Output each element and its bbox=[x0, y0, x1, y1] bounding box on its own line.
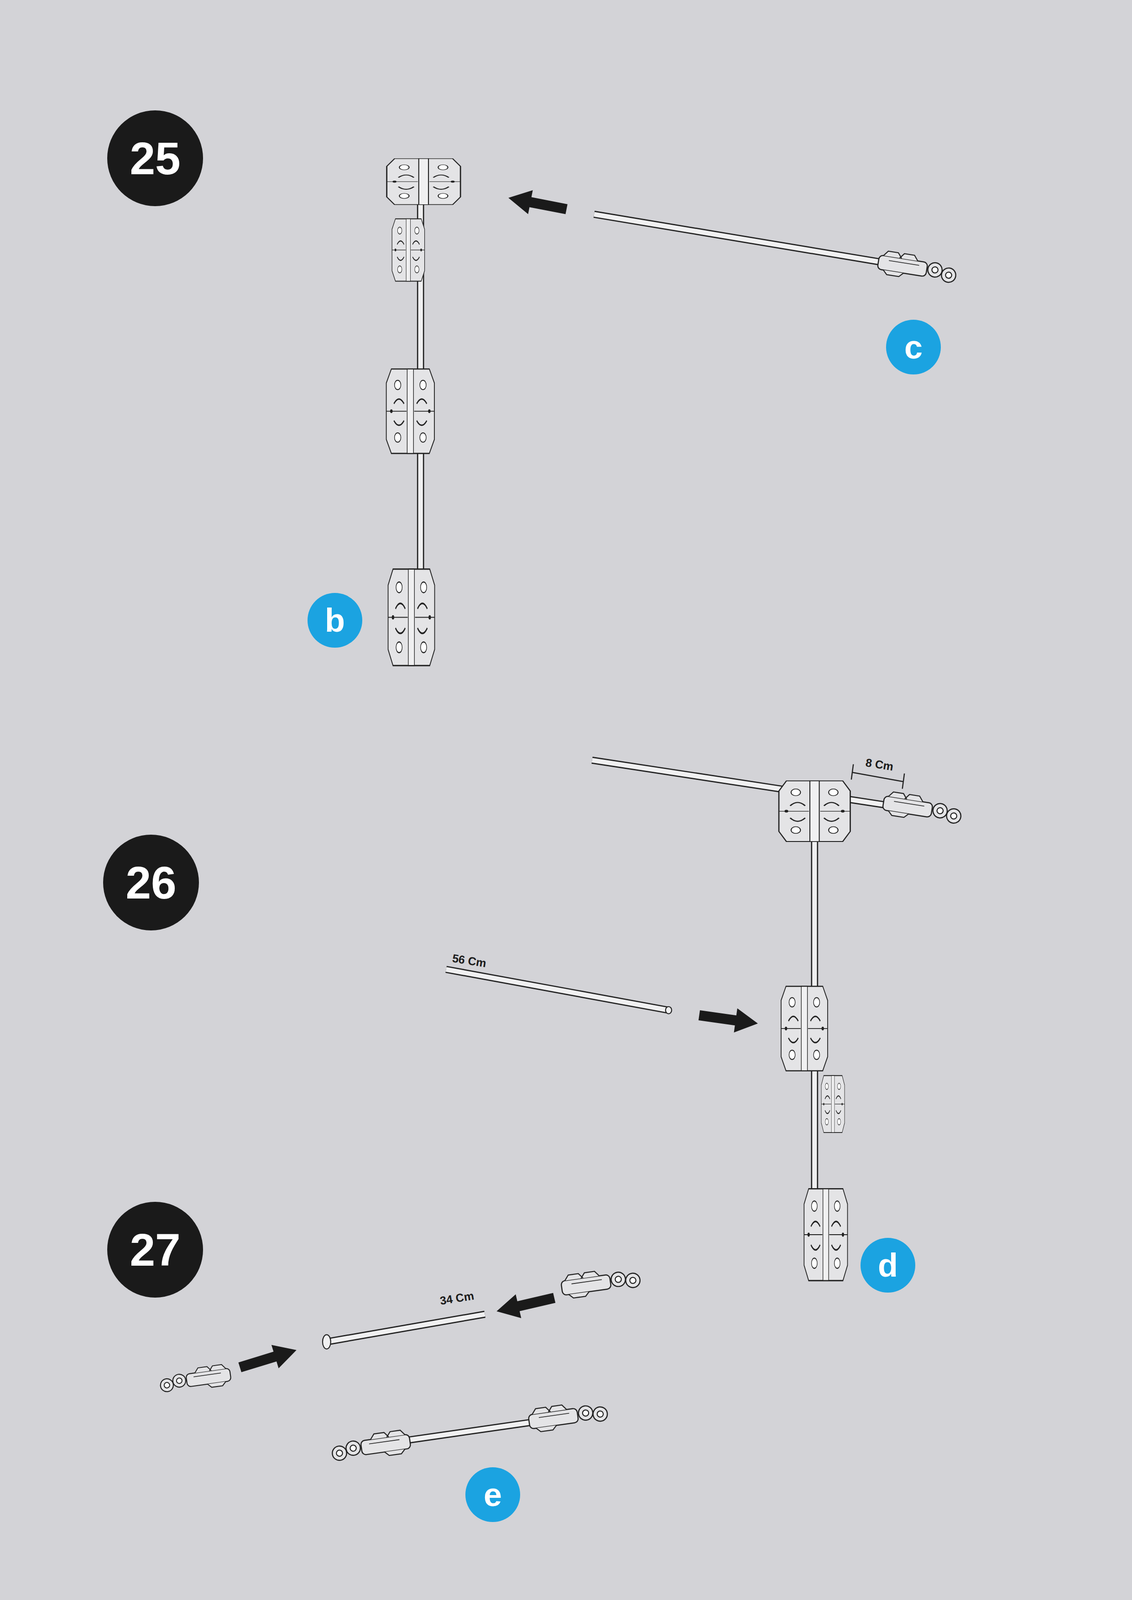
arrow bbox=[493, 1286, 558, 1325]
dimension-label: 34 Cm bbox=[439, 1289, 476, 1308]
part-letter: c bbox=[886, 319, 941, 375]
step-26-parts bbox=[446, 760, 964, 1282]
bracket bbox=[386, 369, 435, 454]
step-number-badge: 25 bbox=[107, 110, 204, 207]
bracket bbox=[391, 219, 425, 282]
clip-part bbox=[876, 250, 958, 286]
badge-circle bbox=[886, 319, 941, 375]
part-letter-badge: b bbox=[307, 593, 363, 648]
bracket bbox=[803, 1189, 848, 1281]
part-letter-badge: e bbox=[465, 1467, 521, 1523]
clip-part bbox=[527, 1399, 609, 1434]
arrow bbox=[506, 186, 569, 222]
bracket bbox=[821, 1075, 845, 1133]
badge-circle bbox=[107, 1202, 204, 1299]
clip-part bbox=[158, 1364, 232, 1395]
badge-circle bbox=[465, 1467, 521, 1523]
bracket bbox=[778, 781, 851, 842]
bracket bbox=[781, 986, 828, 1071]
part-letter: e bbox=[465, 1467, 521, 1523]
bracket bbox=[388, 569, 435, 666]
bracket bbox=[386, 158, 461, 205]
dimension-label: 8 Cm bbox=[865, 756, 895, 774]
arrow bbox=[697, 1003, 760, 1036]
arrow bbox=[236, 1338, 301, 1380]
step-number-badge: 27 bbox=[107, 1202, 204, 1299]
clip-part bbox=[330, 1429, 412, 1464]
part-letter-badge: c bbox=[886, 319, 941, 375]
badge-circle bbox=[103, 834, 199, 931]
badge-circle bbox=[307, 593, 363, 648]
drawing bbox=[158, 158, 964, 1464]
badge-circle bbox=[107, 110, 204, 207]
step-number: 27 bbox=[107, 1202, 204, 1299]
step-number: 25 bbox=[107, 110, 204, 207]
part-letter: b bbox=[307, 593, 363, 648]
part-letter: d bbox=[860, 1238, 916, 1294]
clip-part bbox=[560, 1265, 642, 1300]
clip-part bbox=[881, 791, 963, 827]
part-letter-badge: d bbox=[860, 1238, 916, 1294]
dimension-label: 56 Cm bbox=[451, 951, 488, 971]
badge-circle bbox=[860, 1238, 916, 1294]
step-25-parts bbox=[386, 158, 959, 666]
step-number: 26 bbox=[103, 834, 199, 931]
step-number-badge: 26 bbox=[103, 834, 199, 931]
step-27-parts bbox=[158, 1265, 642, 1464]
